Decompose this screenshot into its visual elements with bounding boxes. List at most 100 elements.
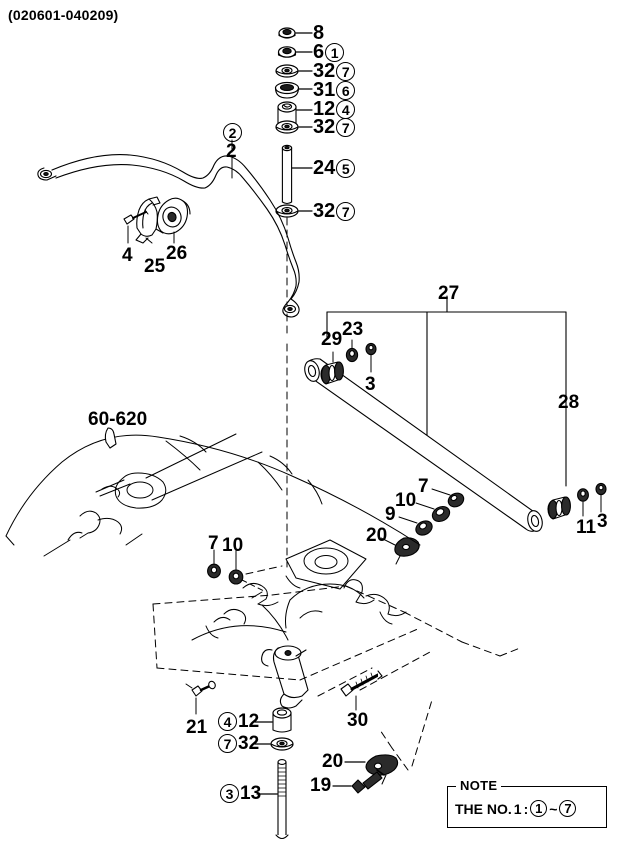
callout-27: 27 — [438, 283, 460, 304]
callout-12-bottom: 4 12 — [218, 712, 259, 731]
callout-3-left: 3 — [365, 374, 376, 395]
callout-2: 2 — [226, 141, 237, 162]
callout-8: 8 — [313, 22, 325, 44]
callout-23: 23 — [342, 319, 364, 340]
part-bolt-30 — [340, 670, 383, 697]
part-lateral-arm-28 — [304, 358, 543, 532]
callout-13-number: 13 — [240, 783, 262, 804]
callout-20-bottom: 20 — [322, 751, 344, 772]
callout-12-bottom-circle: 4 — [218, 712, 237, 731]
callout-32-bottom: 32 7 — [313, 200, 356, 222]
part-nut-23 — [345, 347, 359, 363]
callout-12-bottom-number: 12 — [238, 711, 260, 732]
note-box — [447, 786, 607, 828]
note-colon: : — [523, 800, 529, 817]
callout-7-panel: 7 — [208, 533, 219, 554]
part-plate-20-bottom — [365, 754, 399, 785]
callout-26: 26 — [166, 243, 188, 264]
callout-2-circled: 2 — [223, 123, 242, 142]
part-washer-10-mid — [431, 505, 451, 523]
part-bolt-4 — [123, 209, 149, 225]
part-link-rod-24 — [281, 144, 293, 205]
callout-28: 28 — [558, 392, 580, 413]
callout-4: 4 — [122, 245, 133, 266]
callout-6-circle: 1 — [325, 42, 345, 62]
part-washer-32-top — [275, 64, 299, 78]
callout-3-right: 3 — [597, 511, 608, 532]
callout-32-mid-circle: 7 — [336, 117, 356, 137]
note-to-circle: 7 — [559, 800, 577, 817]
part-bolt-13 — [275, 759, 289, 840]
callout-13-circle: 3 — [220, 784, 239, 803]
callout-25: 25 — [144, 256, 166, 277]
part-bushing-29 — [320, 361, 344, 385]
callout-32-bottomstack-number: 32 — [238, 733, 260, 754]
part-stabilizer-bar-2 — [37, 154, 300, 318]
reference-arrow-60-620 — [104, 427, 117, 449]
callout-32-bottomstack: 7 32 — [218, 734, 259, 753]
callout-6: 6 1 — [313, 41, 345, 63]
callout-32-top: 32 7 — [313, 60, 356, 82]
note-prefix: THE NO. — [455, 800, 512, 817]
callout-7-mid: 7 — [418, 476, 429, 497]
part-spacer-12-bottom — [272, 707, 292, 733]
callout-12-top-circle: 4 — [336, 99, 356, 119]
part-bolt-21 — [185, 680, 216, 697]
part-nut-8 — [278, 27, 296, 39]
callout-29: 29 — [321, 329, 343, 350]
callout-32-top-number: 32 — [313, 60, 336, 82]
part-bushing-11 — [547, 496, 571, 520]
body-spring-seat — [285, 539, 367, 590]
header-date-range: (020601-040209) — [8, 7, 119, 23]
body-crossmember — [191, 579, 407, 641]
callout-31: 31 6 — [313, 79, 356, 101]
note-title: NOTE — [456, 778, 502, 793]
callout-19: 19 — [310, 775, 332, 796]
part-washer-32-mid — [275, 120, 299, 134]
callout-32-bottom-number: 32 — [313, 200, 336, 222]
part-washer-32-bottom — [275, 204, 299, 218]
callout-12-top-number: 12 — [313, 98, 336, 120]
callout-11: 11 — [576, 517, 597, 538]
part-spacer-12 — [277, 101, 297, 126]
part-bolt-3-right — [595, 482, 607, 496]
callout-21: 21 — [186, 717, 208, 738]
note-from-circle: 1 — [530, 800, 548, 817]
part-bushing-31 — [274, 81, 300, 99]
callout-31-circle: 6 — [336, 80, 356, 100]
callout-9: 9 — [385, 504, 396, 525]
callout-32-bottomstack-circle: 7 — [218, 734, 237, 753]
callout-24-number: 24 — [313, 157, 336, 179]
callout-32-top-circle: 7 — [336, 61, 356, 81]
callout-6-number: 6 — [313, 41, 325, 63]
note-text: THE NO. 1 : 1 ~ 7 — [455, 800, 577, 817]
reference-callout-60-620: 60-620 — [88, 409, 148, 430]
callout-13: 3 13 — [220, 784, 261, 803]
part-nut-11b — [577, 488, 589, 502]
callout-10-mid: 10 — [395, 490, 417, 511]
part-bolt-19 — [351, 769, 385, 794]
callout-24: 24 5 — [313, 157, 356, 179]
part-bushing-26 — [156, 197, 191, 235]
part-washer-9 — [415, 520, 433, 536]
part-plate-20-mid — [394, 537, 420, 565]
part-nut-6 — [277, 46, 297, 58]
part-nut-7-panel — [207, 563, 221, 579]
callout-30: 30 — [347, 710, 369, 731]
callout-10-panel: 10 — [222, 535, 244, 556]
part-washer-10-panel — [228, 569, 244, 585]
callout-31-number: 31 — [313, 79, 336, 101]
callout-32-mid: 32 7 — [313, 116, 356, 138]
part-bolt-3-left — [365, 342, 377, 356]
callout-20-mid: 20 — [366, 525, 388, 546]
dashed-chassis-outline — [152, 565, 521, 771]
note-tilde: ~ — [549, 800, 558, 817]
part-bracket-25 — [135, 196, 167, 244]
callout-32-mid-number: 32 — [313, 116, 336, 138]
callout-24-circle: 5 — [336, 158, 356, 178]
callout-32-bottom-circle: 7 — [336, 201, 356, 221]
callout-2-circle: 2 — [223, 123, 242, 142]
part-washer-32-bottomstack — [270, 737, 294, 751]
